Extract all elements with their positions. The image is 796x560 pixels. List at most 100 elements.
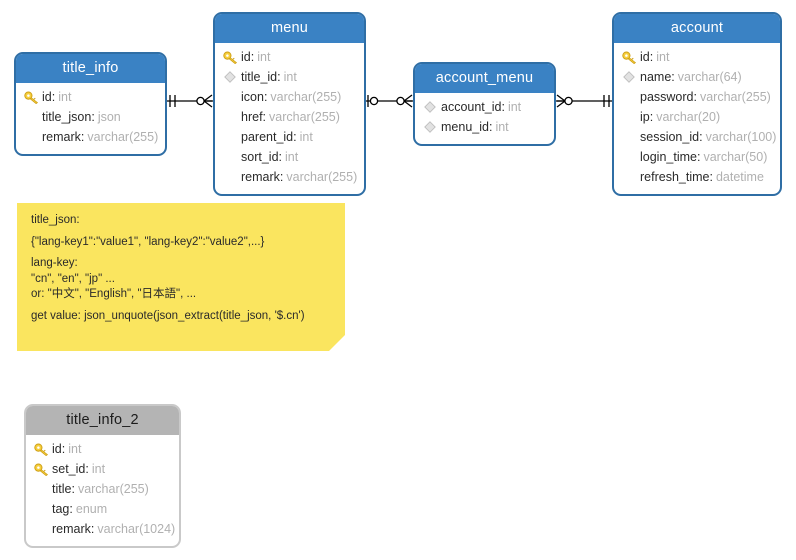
sticky-note-title-json-note[interactable]: title_json:{"lang-key1":"value1", "lang-…	[17, 203, 345, 351]
field-name: href	[241, 110, 263, 124]
field-row[interactable]: set_id:int	[32, 459, 173, 479]
field-type: int	[507, 100, 522, 114]
field-separator: :	[488, 120, 493, 134]
field-name: refresh_time	[640, 170, 710, 184]
field-type: varchar(1024)	[97, 522, 176, 536]
field-name: remark	[42, 130, 81, 144]
relationship-title_info-menu[interactable]	[167, 90, 213, 112]
field-row[interactable]: account_id:int	[421, 97, 548, 117]
field-row[interactable]: parent_id:int	[221, 127, 358, 147]
field-type: int	[257, 50, 271, 64]
field-icon-placeholder	[221, 169, 239, 185]
field-row[interactable]: login_time:varchar(50)	[620, 147, 774, 167]
field-type: int	[91, 462, 106, 476]
field-name: title_id	[241, 70, 278, 84]
field-name: id	[640, 50, 650, 64]
field-name: menu_id	[441, 120, 489, 134]
field-separator: :	[263, 90, 268, 104]
field-icon-placeholder	[221, 129, 239, 145]
primary-key-icon	[221, 49, 239, 65]
note-line: get value: json_unquote(json_extract(tit…	[31, 309, 305, 322]
field-separator: :	[51, 90, 56, 104]
field-separator: :	[293, 130, 297, 144]
field-row[interactable]: menu_id:int	[421, 117, 548, 137]
relationship-account_menu-account[interactable]	[556, 90, 612, 112]
field-row[interactable]: session_id:varchar(100)	[620, 127, 777, 147]
foreign-key-icon	[421, 119, 439, 135]
field-type: varchar(255)	[286, 170, 358, 184]
note-line: or: "中文", "English", "日本語", ...	[31, 288, 197, 300]
field-name: session_id	[640, 130, 700, 144]
field-row[interactable]: refresh_time:datetime	[620, 167, 774, 187]
field-separator: :	[649, 110, 654, 124]
field-type: varchar(64)	[677, 70, 742, 84]
field-name: remark	[52, 522, 91, 536]
field-row[interactable]: id:int	[22, 87, 159, 107]
field-name: parent_id	[241, 130, 294, 144]
field-icon-placeholder	[221, 149, 239, 165]
field-type: varchar(255)	[269, 110, 340, 124]
field-separator: :	[69, 502, 73, 516]
field-type: varchar(255)	[87, 130, 159, 144]
field-row[interactable]: tag:enum	[32, 499, 173, 519]
field-row[interactable]: remark:varchar(255)	[22, 127, 159, 147]
field-row[interactable]: name:varchar(64)	[620, 67, 774, 87]
field-row[interactable]: sort_id:int	[221, 147, 358, 167]
field-row[interactable]: title_id:int	[221, 67, 358, 87]
field-icon-placeholder	[22, 109, 40, 125]
primary-key-icon	[32, 441, 50, 457]
entity-title-account: account	[614, 14, 780, 43]
field-icon-placeholder	[221, 89, 239, 105]
field-type: int	[58, 90, 72, 104]
field-row[interactable]: title:varchar(255)	[32, 479, 173, 499]
field-name: id	[241, 50, 251, 64]
field-icon-placeholder	[620, 129, 638, 145]
field-icon-placeholder	[620, 109, 638, 125]
field-separator: :	[90, 522, 95, 536]
note-fold-corner-icon	[329, 335, 345, 351]
field-separator: :	[699, 130, 703, 144]
field-separator: :	[709, 170, 713, 184]
relationship-menu-account_menu[interactable]	[366, 90, 413, 112]
entity-title-title_info_2: title_info_2	[26, 406, 179, 435]
field-name: set_id	[52, 462, 86, 476]
field-name: id	[42, 90, 52, 104]
field-row[interactable]: password:varchar(255)	[620, 87, 774, 107]
entity-title-title_info: title_info	[16, 54, 165, 83]
field-row[interactable]: remark:varchar(255)	[221, 167, 358, 187]
field-icon-placeholder	[32, 501, 50, 517]
field-separator: :	[671, 70, 675, 84]
field-type: datetime	[715, 170, 764, 184]
field-type: varchar(255)	[270, 90, 342, 104]
field-type: int	[285, 150, 299, 164]
field-row[interactable]: id:int	[221, 47, 358, 67]
note-line: lang-key:	[31, 257, 78, 269]
field-row[interactable]: ip:varchar(20)	[620, 107, 774, 127]
field-type: varchar(100)	[705, 130, 777, 144]
foreign-key-icon	[421, 99, 439, 115]
field-type: int	[299, 130, 313, 144]
field-row[interactable]: href:varchar(255)	[221, 107, 358, 127]
field-type: varchar(255)	[699, 90, 771, 104]
field-name: title_json	[42, 110, 92, 124]
field-row[interactable]: remark:varchar(1024)	[32, 519, 176, 539]
field-type: int	[68, 442, 82, 456]
field-separator: :	[262, 110, 267, 124]
field-name: remark	[241, 170, 280, 184]
field-type: int	[283, 70, 297, 84]
field-row[interactable]: id:int	[32, 439, 173, 459]
field-row[interactable]: title_json:json	[22, 107, 159, 127]
note-line: title_json:	[31, 214, 80, 226]
field-name: account_id	[441, 100, 502, 114]
field-row[interactable]: id:int	[620, 47, 774, 67]
field-row[interactable]: icon:varchar(255)	[221, 87, 358, 107]
